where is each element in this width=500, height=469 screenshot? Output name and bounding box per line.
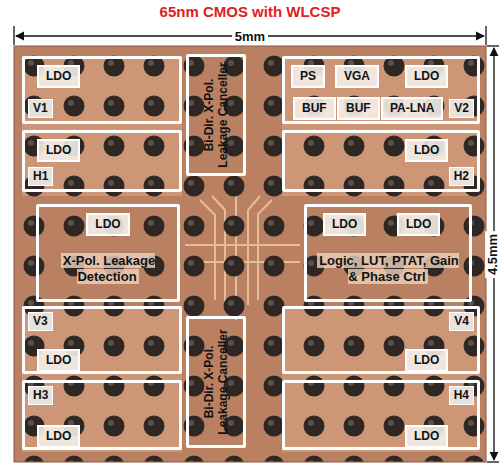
channel-region: H2 LDO — [282, 130, 480, 192]
block-name: LDO — [414, 143, 439, 157]
block-label: LDO — [397, 213, 440, 236]
channel-region: H1 LDO — [22, 130, 182, 192]
block-name: BUF — [346, 101, 371, 115]
block-name: LDO — [414, 429, 439, 443]
channel-name: V1 — [28, 99, 53, 118]
channel-name: H2 — [449, 167, 474, 186]
block-name-text: Logic, LUT, PTAT, Gain & Phase Ctrl — [317, 253, 459, 284]
channel-region: H3LDO — [22, 380, 182, 450]
block-label: LDO — [405, 65, 448, 88]
channel-name: V2 — [449, 99, 474, 118]
block-name: BUF — [302, 101, 327, 115]
block-name: PS — [300, 69, 316, 83]
function-block: Logic, LUT, PTAT, Gain & Phase Ctrl LDO LD… — [304, 204, 472, 302]
block-name: LDO — [332, 217, 357, 231]
block-label: LDO — [37, 139, 80, 162]
canceller-block: Bi-Dir. X-Pol. Leakage Canceller — [186, 54, 246, 176]
channel-name: H3 — [28, 386, 53, 405]
block-label: LDO — [405, 139, 448, 162]
function-block: X-Pol. Leakage Detection LDO — [36, 204, 180, 302]
channel-region: V3LDO — [22, 306, 182, 374]
block-name: Bi-Dir. X-Pol. Leakage Canceller — [202, 323, 230, 441]
block-label: PS — [291, 65, 325, 88]
channel-region: V2 PS VGA BUF BUF PA-LNA LDO — [282, 56, 480, 124]
block-label: LDO — [86, 213, 129, 236]
block-label: LDO — [323, 213, 366, 236]
die — [14, 46, 486, 462]
channel-region: V1 LDO — [22, 56, 182, 124]
block-name: LDO — [46, 429, 71, 443]
block-name: Bi-Dir. X-Pol. Leakage Canceller — [202, 61, 230, 169]
channel-region: V4LDO — [282, 306, 480, 374]
solder-bumps — [14, 46, 486, 462]
block-name: LDO — [406, 217, 431, 231]
block-label: LDO — [405, 349, 448, 372]
channel-region: H4LDO — [282, 380, 480, 450]
block-name: Logic, LUT, PTAT, Gain & Phase Ctrl — [313, 253, 463, 285]
channel-name: H1 — [28, 167, 53, 186]
die-edge — [14, 46, 486, 462]
block-label: PA-LNA — [381, 97, 443, 120]
dimension-label: 4.5mm — [485, 230, 500, 277]
dimension-label: 5mm — [232, 29, 268, 44]
block-name: LDO — [46, 353, 71, 367]
channel-name: V3 — [28, 312, 53, 331]
block-name: LDO — [46, 69, 71, 83]
block-label: LDO — [37, 65, 80, 88]
block-name: LDO — [46, 143, 71, 157]
dimension-lines — [14, 26, 499, 462]
block-label: LDO — [37, 349, 80, 372]
channel-name: H4 — [449, 386, 474, 405]
block-label: LDO — [37, 425, 80, 448]
block-label: LDO — [405, 425, 448, 448]
block-name: X-Pol. Leakage Detection — [45, 253, 171, 285]
block-name: LDO — [414, 69, 439, 83]
channel-name: V4 — [449, 312, 474, 331]
canceller-block: Bi-Dir. X-Pol. Leakage Canceller — [186, 316, 246, 448]
block-name: LDO — [414, 353, 439, 367]
block-name-text: X-Pol. Leakage Detection — [61, 253, 155, 284]
block-label: VGA — [335, 65, 379, 88]
block-label: BUF — [337, 97, 380, 120]
block-name: VGA — [344, 69, 370, 83]
title: 65nm CMOS with WLCSP — [0, 3, 500, 21]
block-name: PA-LNA — [390, 101, 434, 115]
block-name: LDO — [95, 217, 120, 231]
block-label: BUF — [293, 97, 336, 120]
